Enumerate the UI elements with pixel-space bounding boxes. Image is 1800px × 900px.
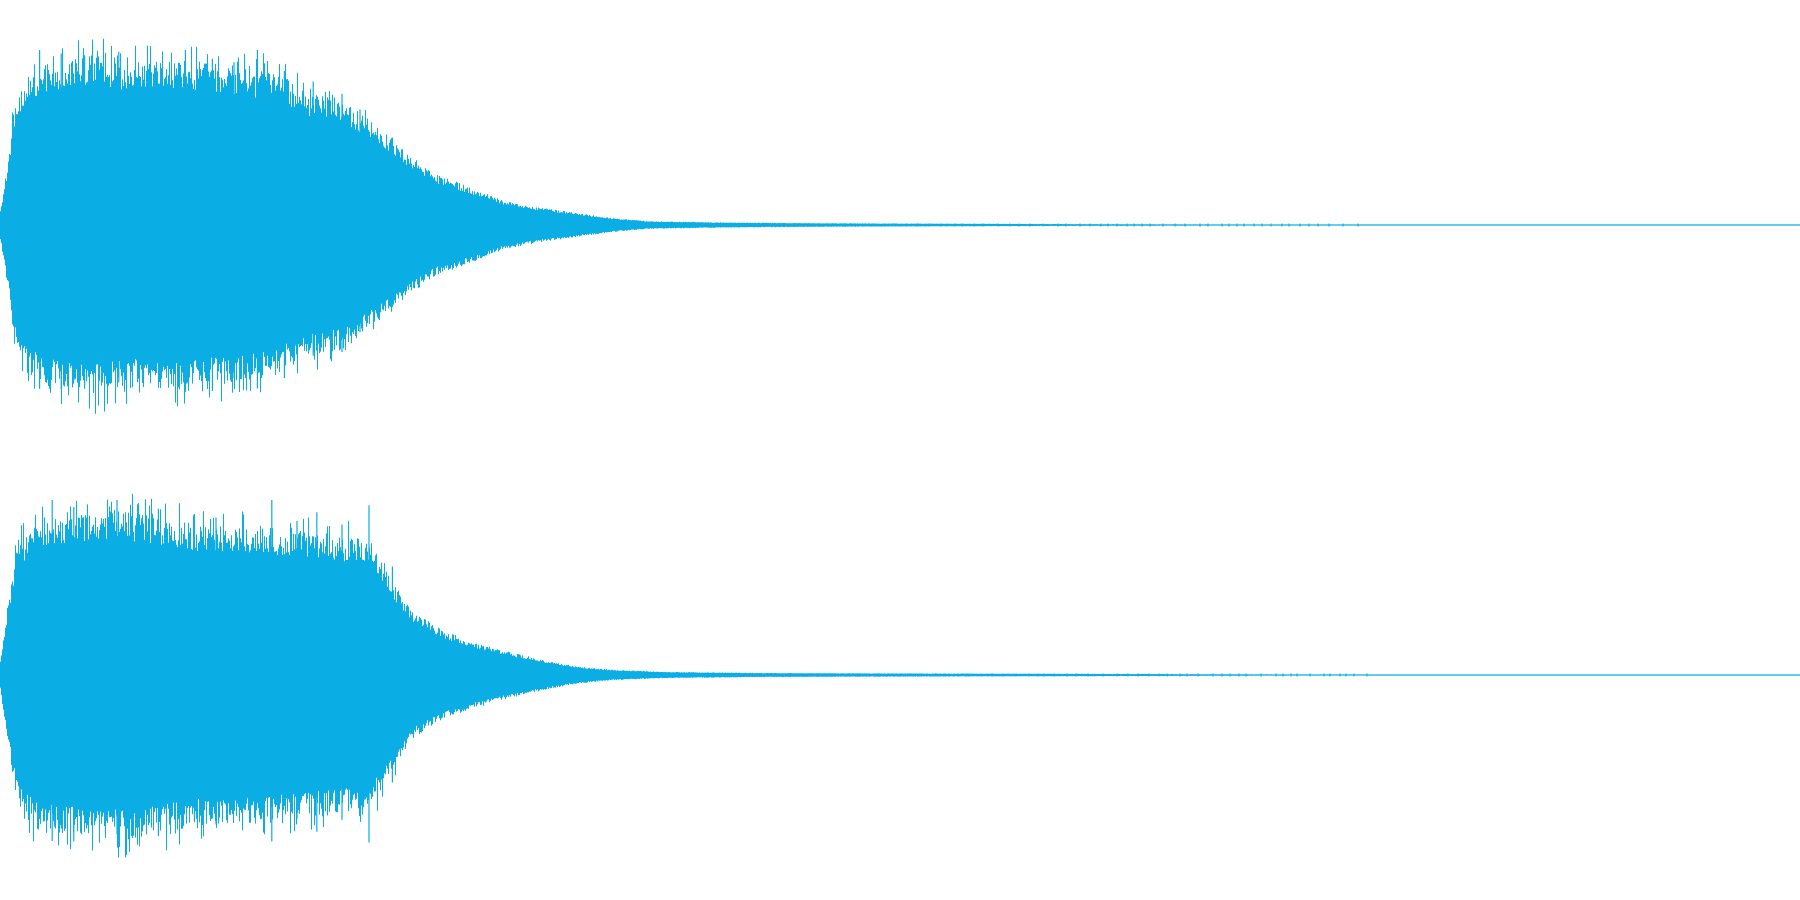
channel-1-waveform [0,38,1800,414]
channel-2-waveform [0,493,1800,858]
channel-2-tail [647,673,1368,677]
channel-1-envelope [0,38,1800,414]
channel-1-tail [647,223,1359,227]
channel-2-envelope [0,493,1800,858]
